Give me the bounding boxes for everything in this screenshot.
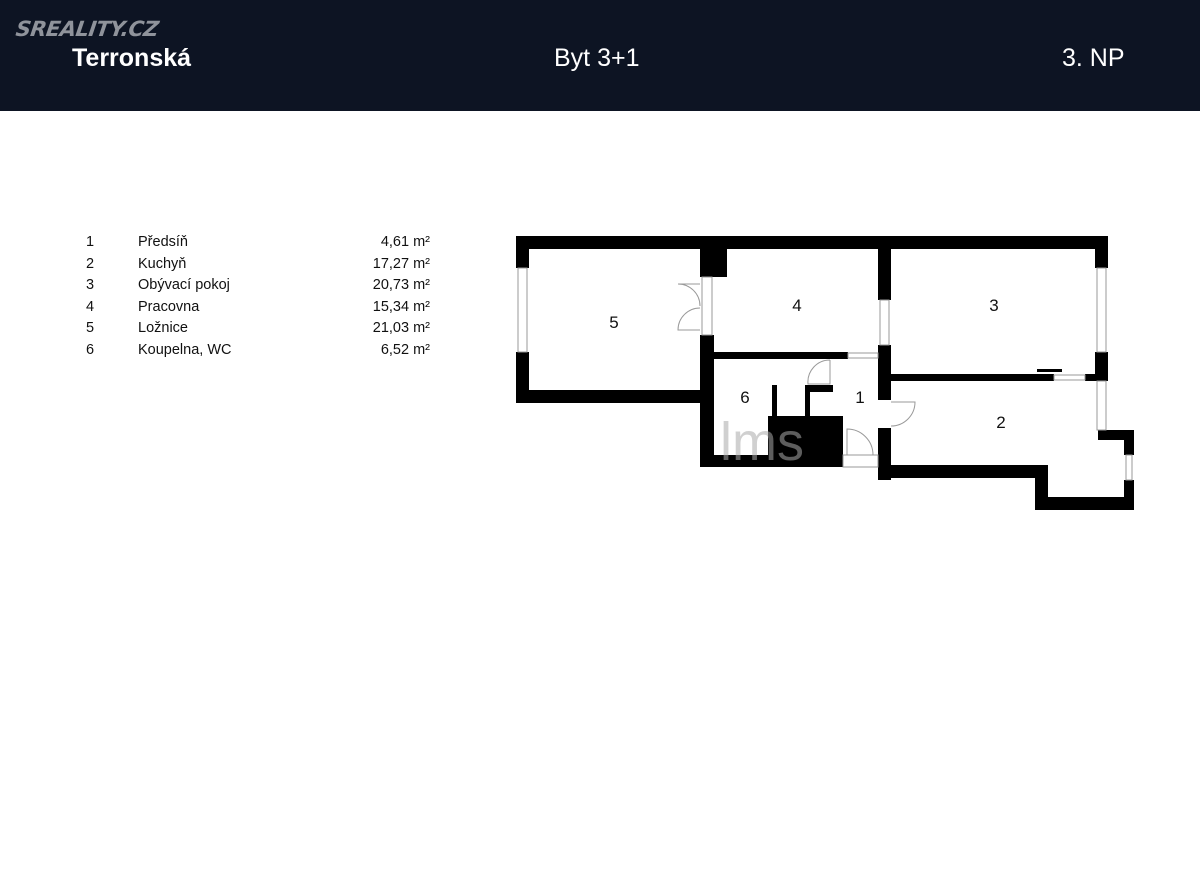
room-area: 17,27 m²	[372, 255, 430, 272]
room-area: 20,73 m²	[372, 277, 430, 293]
room-name: Předsíň	[138, 234, 188, 250]
room-area: 15,34 m²	[372, 298, 430, 315]
room-row: 1 Předsíň 4,61 m²	[86, 234, 446, 256]
room-row: 4 Pracovna 15,34 m²	[86, 299, 446, 321]
room-name: Kuchyň	[138, 255, 187, 272]
room-row: 3 Obývací pokoj 20,73 m²	[86, 277, 446, 299]
room-list: 1 Předsíň 4,61 m² 2 Kuchyň 17,27 m² 3 Obývací…	[86, 234, 446, 363]
watermark: lms	[720, 412, 804, 472]
room-row: 2 Kuchyň 17,27 m²	[86, 256, 446, 278]
room-area: 6,52 m²	[380, 341, 430, 358]
room-number: 3	[86, 277, 95, 293]
plan-label-6: 6	[740, 388, 749, 407]
plan-labels: 5 4 3 2 1 6	[609, 296, 1005, 432]
room-row: 6 Koupelna, WC 6,52 m²	[86, 342, 446, 364]
room-number: 2	[86, 255, 95, 272]
windows-doors	[517, 267, 1133, 481]
room-name: Ložnice	[138, 320, 188, 336]
plan-label-4: 4	[792, 296, 801, 315]
room-number: 4	[86, 298, 95, 315]
room-number: 5	[86, 320, 95, 336]
room-name: Koupelna, WC	[138, 341, 232, 358]
floor-label: 3. NP	[1062, 44, 1125, 72]
room-area: 21,03 m²	[372, 320, 430, 336]
room-number: 6	[86, 341, 95, 358]
street-title: Terronská	[72, 44, 192, 72]
room-area: 4,61 m²	[380, 234, 430, 250]
room-number: 1	[86, 234, 95, 250]
room-row: 5 Ložnice 21,03 m²	[86, 320, 446, 342]
plan-label-1: 1	[855, 388, 864, 407]
plan-label-5: 5	[609, 313, 618, 332]
plan-label-3: 3	[989, 296, 998, 315]
plan-label-2: 2	[996, 413, 1005, 432]
walls	[516, 236, 1134, 510]
header-bar: SREALITY.CZ Terronská Byt 3+1 3. NP	[0, 0, 1200, 111]
room-name: Obývací pokoj	[138, 277, 230, 293]
unit-type: Byt 3+1	[554, 44, 640, 72]
room-name: Pracovna	[138, 298, 200, 315]
